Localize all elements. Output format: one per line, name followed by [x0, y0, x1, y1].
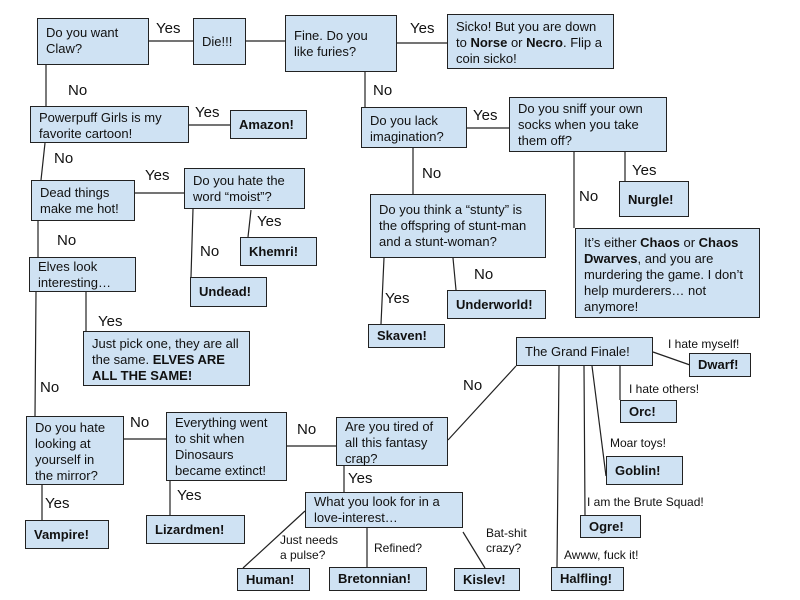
edge-label-no: No	[130, 414, 150, 431]
edge-label-yes: Yes	[45, 495, 70, 512]
t: Norse	[470, 35, 508, 50]
node-human: Human!	[237, 568, 310, 591]
node-dead: Dead things make me hot!	[31, 180, 135, 221]
edge-label-yes: Yes	[632, 162, 657, 179]
node-elves: Elves look interesting…	[29, 257, 136, 292]
t: Just pick one, they are all the same.	[92, 336, 239, 367]
edge-label-fuckit: Awww, fuck it!	[564, 548, 639, 562]
node-tired: Are you tired of all this fantasy crap?	[336, 417, 448, 466]
node-halfling: Halfling!	[551, 567, 624, 591]
edge-label-no: No	[373, 82, 393, 99]
node-die: Die!!!	[193, 18, 246, 65]
node-claw: Do you want Claw?	[37, 18, 149, 65]
edge-label-no: No	[200, 243, 220, 260]
node-powerpuff: Powerpuff Girls is my favorite cartoon!	[30, 106, 189, 143]
node-undead: Undead!	[190, 277, 267, 307]
t: or	[679, 235, 699, 250]
t: Necro	[526, 35, 563, 50]
node-sniff: Do you sniff your own socks when you tak…	[509, 97, 667, 152]
node-goblin: Goblin!	[606, 456, 683, 485]
node-bretonnian: Bretonnian!	[329, 567, 427, 591]
node-amazon: Amazon!	[230, 110, 307, 139]
edge-label-yes: Yes	[348, 470, 373, 487]
node-furies: Fine. Do you like furies?	[285, 15, 397, 72]
edge-label-yes: Yes	[177, 487, 202, 504]
node-nurgle: Nurgle!	[619, 181, 689, 217]
edge-label-no: No	[579, 188, 599, 205]
edge-label-brute: I am the Brute Squad!	[587, 495, 704, 509]
node-chaos: It’s either Chaos or Chaos Dwarves, and …	[575, 228, 760, 318]
edge-label-yes: Yes	[195, 104, 220, 121]
node-kislev: Kislev!	[454, 568, 520, 591]
edge-label-no: No	[463, 377, 483, 394]
edge-label-yes: Yes	[473, 107, 498, 124]
node-ogre: Ogre!	[580, 515, 641, 538]
edge-label-myself: I hate myself!	[668, 337, 740, 351]
node-moist: Do you hate the word “moist”?	[184, 168, 305, 209]
node-stunty: Do you think a “stunty” is the offspring…	[370, 194, 546, 258]
edge-label-yes: Yes	[98, 313, 123, 330]
edge-label-yes: Yes	[145, 167, 170, 184]
edge-label-no: No	[422, 165, 442, 182]
edge-label-others: I hate others!	[629, 382, 700, 396]
node-sicko: Sicko! But you are down to Norse or Necr…	[447, 14, 614, 69]
edge-label-no: No	[40, 379, 60, 396]
node-skaven: Skaven!	[368, 324, 445, 348]
node-grand: The Grand Finale!	[516, 337, 653, 366]
edge-label-pulse: Just needs a pulse?	[280, 533, 339, 562]
edge-label-no: No	[474, 266, 494, 283]
edge-label-no: No	[57, 232, 77, 249]
edge-label-yes: Yes	[385, 290, 410, 307]
node-lookfor: What you look for in a love-interest…	[305, 492, 463, 528]
t: Sicko! But you are down to	[456, 19, 597, 50]
t: or	[507, 35, 527, 50]
edge-label-yes: Yes	[257, 213, 282, 230]
edge-label-batshit: Bat-shit crazy?	[486, 526, 527, 555]
edge-label-no: No	[68, 82, 88, 99]
edge-label-yes: Yes	[410, 20, 435, 37]
edge-label-refined: Refined?	[374, 541, 423, 555]
t: Chaos	[640, 235, 680, 250]
edge-label-toys: Moar toys!	[610, 436, 667, 450]
edge-label-no: No	[297, 421, 317, 438]
node-underworld: Underworld!	[447, 290, 546, 319]
t: Chaos Dwarves	[584, 235, 739, 266]
node-orc: Orc!	[620, 400, 677, 423]
node-vampire: Vampire!	[25, 520, 109, 549]
edge-label-no: No	[54, 150, 74, 167]
t: It’s either	[584, 235, 641, 250]
node-khemri: Khemri!	[240, 237, 317, 266]
edge-label-yes: Yes	[156, 20, 181, 37]
node-justpick: Just pick one, they are all the same. EL…	[83, 331, 250, 386]
node-lizardmen: Lizardmen!	[146, 515, 245, 544]
t: ELVES ARE ALL THE SAME!	[92, 352, 225, 383]
node-dinosaurs: Everything went to shit when Dinosaurs b…	[166, 412, 287, 481]
node-dwarf: Dwarf!	[689, 353, 751, 377]
node-mirror: Do you hate looking at yourself in the m…	[26, 416, 124, 485]
t: , and you are murdering the game. I don’…	[584, 251, 743, 314]
node-lack: Do you lack imagination?	[361, 107, 467, 148]
t: . Flip a coin sicko!	[456, 35, 602, 66]
